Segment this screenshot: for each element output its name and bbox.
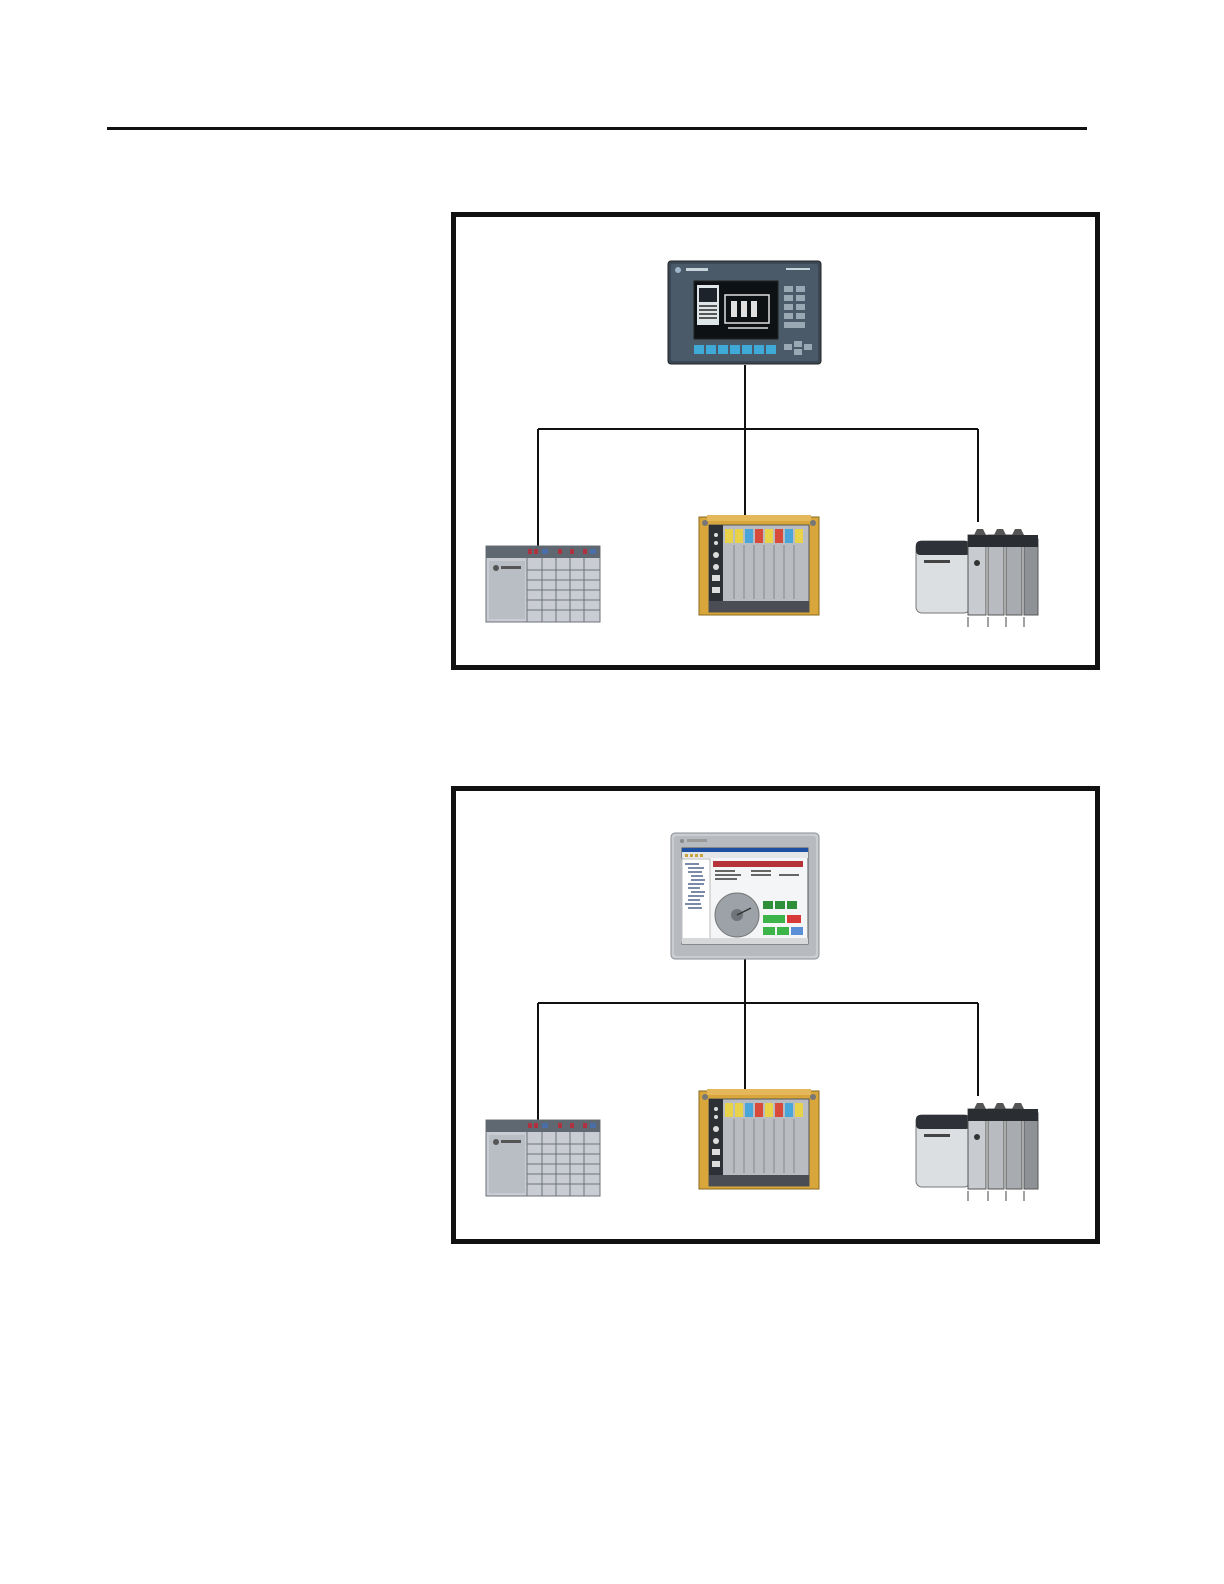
io-chassis-icon — [486, 1120, 600, 1196]
controllogix-chassis-icon — [916, 1103, 1038, 1201]
distributed-io-rack-icon — [699, 1089, 819, 1189]
diagram-2-canvas — [456, 791, 1095, 1239]
io-chassis-icon — [486, 546, 600, 622]
network-diagram-1 — [451, 212, 1100, 670]
diagram-1-canvas — [456, 217, 1095, 665]
controllogix-chassis-icon — [916, 529, 1038, 627]
network-diagram-2 — [451, 786, 1100, 1244]
header-rule — [107, 127, 1087, 130]
touchscreen-panel-icon — [671, 833, 819, 959]
operator-panel-icon — [668, 261, 821, 364]
distributed-io-rack-icon — [699, 515, 819, 615]
